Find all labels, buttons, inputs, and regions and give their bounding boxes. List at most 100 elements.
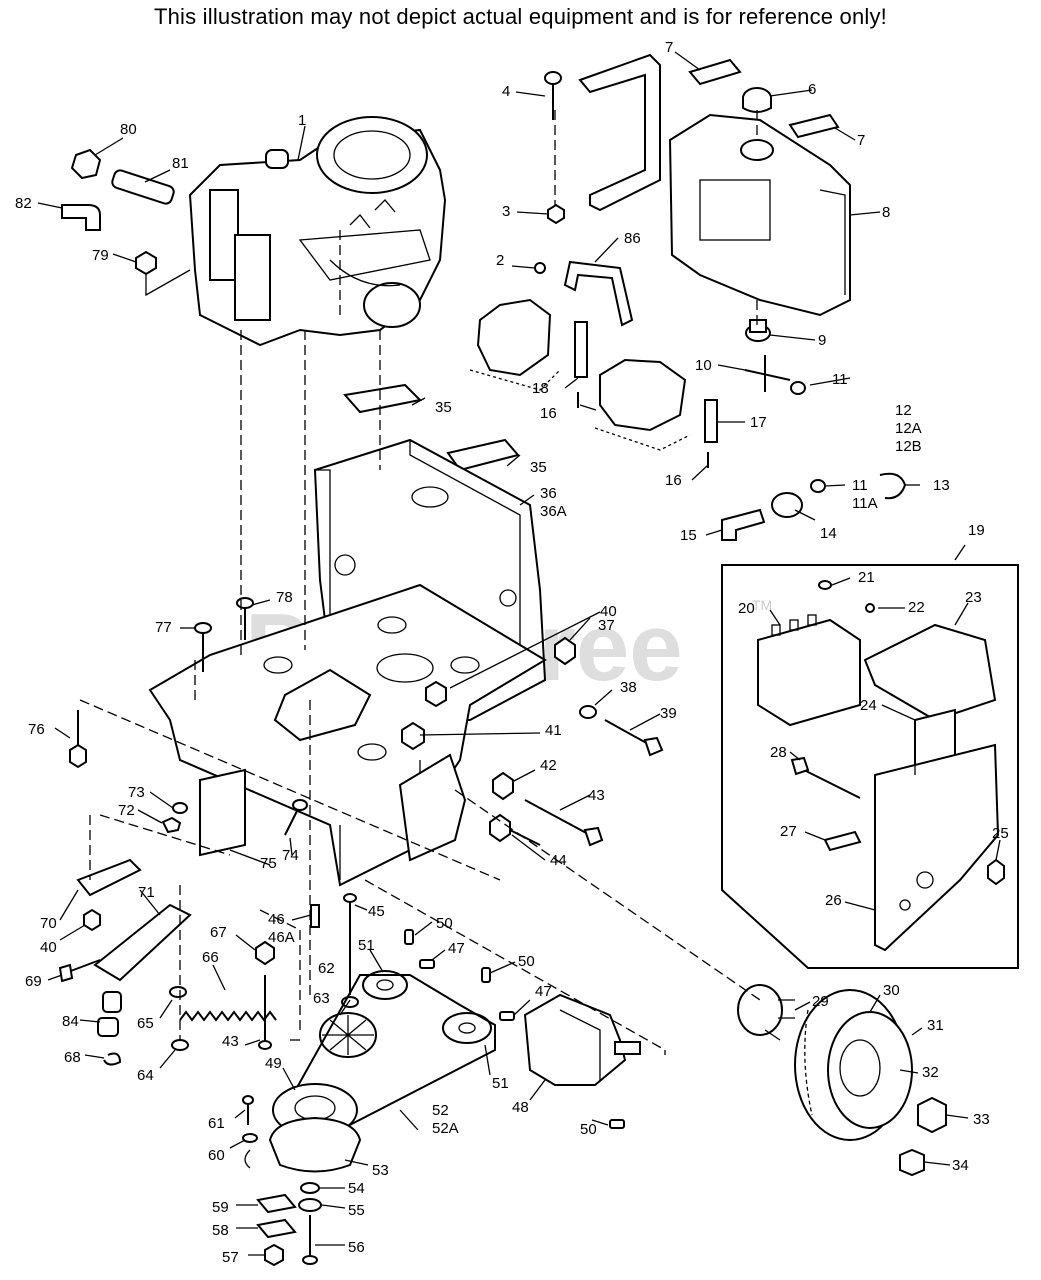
washer-55[interactable] [298,1198,322,1212]
plate-59[interactable] [256,1193,297,1214]
callout-18: 18 [532,380,549,397]
washer-65[interactable] [169,986,187,998]
nut-41[interactable] [401,721,425,751]
engine-part[interactable] [188,116,447,347]
callout-71: 71 [138,884,155,901]
bracket-17[interactable] [704,399,718,443]
arm-71[interactable] [93,903,192,982]
fuel-filter-14[interactable] [771,492,803,518]
hub-29[interactable] [737,984,795,1041]
bolt-39[interactable] [604,719,664,757]
washer-60[interactable] [242,1133,258,1143]
nut-34[interactable] [899,1148,925,1177]
screw-72[interactable] [161,816,182,834]
bracket-26[interactable] [874,743,1000,952]
elbow-15[interactable] [721,508,766,541]
grommet-9[interactable] [745,319,771,342]
bolt-77[interactable] [194,622,212,672]
pin-46[interactable] [310,904,320,928]
bolt-43-right[interactable] [524,799,604,847]
fuel-line-12[interactable] [807,392,855,488]
decal-27[interactable] [823,830,862,852]
plate-58[interactable] [256,1218,297,1239]
callout-22: 22 [908,599,925,616]
callout-1: 1 [298,112,306,129]
fuel-tank-8[interactable] [668,113,851,317]
callout-14: 14 [820,525,837,542]
callout-13: 13 [933,477,950,494]
washer-54[interactable] [300,1182,320,1194]
keys-47[interactable] [419,959,515,1021]
nut-57[interactable] [264,1243,284,1267]
hydro-pump-48[interactable] [523,993,641,1086]
nut-40-left[interactable] [83,908,101,932]
nut-67[interactable] [255,940,275,966]
nut-40-top[interactable] [425,680,447,708]
bolt-56[interactable] [302,1215,318,1265]
nut-33[interactable] [917,1096,947,1134]
callout-78: 78 [276,589,293,606]
decal-35-top[interactable] [343,383,423,414]
rim-32[interactable] [839,1039,881,1097]
nut-25[interactable] [987,858,1005,886]
callout-25: 25 [992,825,1009,842]
callout-19: 19 [968,522,985,539]
pulley-51-right[interactable] [442,1012,492,1044]
nut-37[interactable] [554,636,576,666]
bracket-75[interactable] [199,768,246,857]
hose-fitting-80[interactable] [70,148,102,180]
cover-23[interactable] [863,623,997,722]
bolt-61[interactable] [242,1095,254,1125]
fuel-cap-6[interactable] [742,87,772,113]
terminal-21[interactable] [818,580,832,590]
callout-46: 46 [268,911,285,928]
screw-2[interactable] [534,262,546,274]
nut-79[interactable] [135,250,157,276]
keys-50[interactable] [404,929,625,1129]
bolt-28[interactable] [790,756,861,799]
bushing-84[interactable] [97,991,122,1037]
tee-fitting-10[interactable] [744,355,791,392]
pulley-51-left[interactable] [362,970,408,1000]
lever-70[interactable] [76,858,142,897]
callout-70: 70 [40,915,57,932]
bolt-76[interactable] [69,710,87,769]
callout-60: 60 [208,1147,225,1164]
callout-16-right: 16 [665,472,682,489]
callout-24: 24 [860,697,877,714]
washer-38[interactable] [579,705,597,719]
nut-42[interactable] [492,771,514,801]
callout-48: 48 [512,1099,529,1116]
decal-7-top[interactable] [688,58,742,86]
nut-22[interactable] [865,603,875,613]
callout-67: 67 [210,924,227,941]
decal-7-side[interactable] [788,113,840,139]
battery-20[interactable] [757,614,861,727]
tank-bracket-assembly[interactable] [578,53,661,212]
spacer-73[interactable] [172,802,188,814]
callout-15: 15 [680,527,697,544]
carburetor-left[interactable] [469,298,561,391]
washer-64[interactable] [171,1039,189,1051]
bolt-69[interactable] [58,959,101,983]
nut-3[interactable] [547,203,565,225]
clamp-11[interactable] [790,381,826,493]
bolt-74[interactable] [284,799,308,836]
clamp-13[interactable] [879,472,907,500]
callout-53: 53 [372,1162,389,1179]
bolt-4[interactable] [544,71,562,120]
bracket-18[interactable] [574,321,588,378]
nipple-81[interactable] [111,169,176,205]
callout-40-left: 40 [40,939,57,956]
chassis-frame[interactable] [148,583,547,887]
carburetor-right[interactable] [594,358,691,451]
callout-26: 26 [825,892,842,909]
spring-66[interactable] [179,1010,277,1022]
callout-66: 66 [202,949,219,966]
clip-68[interactable] [103,1052,122,1066]
bracket-86[interactable] [563,260,634,327]
fan-63[interactable] [319,1012,377,1058]
clutch-53[interactable] [244,1116,362,1173]
bolt-43-left[interactable] [258,975,272,1050]
elbow-82[interactable] [61,204,101,231]
